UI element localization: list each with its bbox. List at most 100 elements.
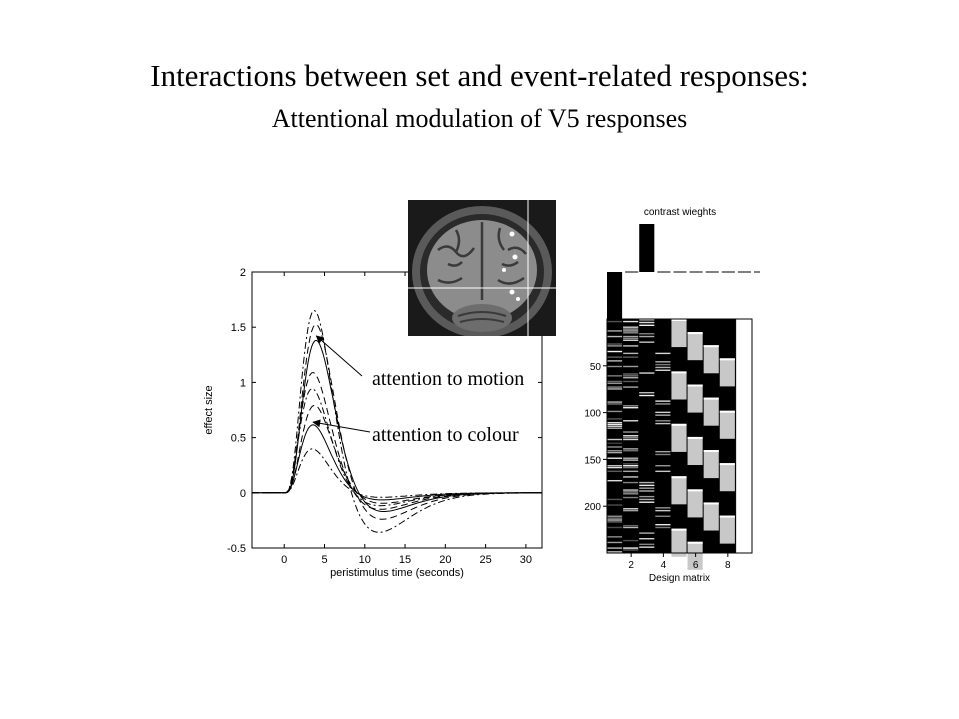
design-stripe <box>639 324 655 327</box>
design-stripe <box>607 360 623 362</box>
design-constant-column <box>735 318 753 554</box>
design-block-edge <box>719 515 735 518</box>
design-block <box>719 463 735 492</box>
design-block <box>719 358 735 387</box>
design-block-edge <box>703 397 719 400</box>
design-stripe <box>623 365 639 368</box>
design-stripe <box>607 442 623 444</box>
design-stripe <box>655 400 671 402</box>
design-stripe <box>607 343 623 345</box>
design-stripe <box>639 333 655 335</box>
design-stripe <box>607 330 623 332</box>
design-stripe <box>607 470 623 473</box>
design-stripe <box>623 352 639 355</box>
design-stripe <box>623 526 639 529</box>
annotation-colour: attention to colour <box>372 424 519 446</box>
contrast-title: contrast wieghts <box>644 207 716 218</box>
design-block-edge <box>671 371 687 374</box>
design-stripe <box>607 386 623 388</box>
design-stripe <box>639 372 655 374</box>
x-tick-label: 20 <box>439 554 451 566</box>
design-stripe <box>623 459 639 461</box>
design-block-edge <box>703 450 719 453</box>
design-stripe <box>607 345 623 347</box>
y-tick-label: 1.5 <box>231 322 246 334</box>
design-block-edge <box>687 332 703 335</box>
design-stripe <box>607 423 623 426</box>
design-stripe <box>607 438 623 441</box>
design-block <box>703 397 719 426</box>
design-stripe <box>607 551 623 553</box>
design-block <box>687 489 703 518</box>
design-y-tick-label: 200 <box>584 502 601 513</box>
design-block <box>671 528 687 557</box>
design-y-tick-label: 50 <box>590 362 602 373</box>
design-stripe <box>607 519 623 521</box>
design-stripe <box>655 507 671 509</box>
design-stripe <box>623 373 639 375</box>
design-stripe <box>623 481 639 484</box>
y-tick-label: 1 <box>240 377 246 389</box>
design-stripe <box>639 501 655 503</box>
design-stripe <box>623 465 639 467</box>
design-block-edge <box>719 463 735 466</box>
design-stripe <box>623 450 639 452</box>
activation-blob <box>509 231 515 237</box>
design-block-edge <box>687 489 703 492</box>
design-stripe <box>607 526 623 529</box>
design-stripe <box>623 491 639 493</box>
contrast-weight-bar <box>639 224 655 272</box>
design-x-tick-label: 6 <box>693 560 699 571</box>
design-stripe <box>623 508 639 510</box>
design-stripe <box>623 386 639 388</box>
design-stripe <box>607 450 623 452</box>
y-tick-label: -0.5 <box>227 543 246 555</box>
design-stripe <box>639 543 655 546</box>
y-tick-label: 2 <box>240 267 246 279</box>
design-stripe <box>655 470 671 473</box>
design-block-edge <box>687 384 703 387</box>
design-block-edge <box>719 410 735 413</box>
design-stripe <box>623 493 639 495</box>
design-stripe <box>655 523 671 526</box>
design-stripe <box>623 356 639 358</box>
design-stripe <box>607 425 623 428</box>
series-line <box>252 404 542 504</box>
design-stripe <box>623 509 639 512</box>
design-stripe <box>607 418 623 420</box>
design-stripe <box>623 380 639 383</box>
design-stripe <box>623 420 639 422</box>
y-axis-label: effect size <box>203 385 215 434</box>
design-stripe <box>655 420 671 422</box>
design-stripe <box>639 487 655 489</box>
design-stripe <box>607 536 623 538</box>
design-stripe <box>655 414 671 416</box>
design-stripe <box>623 332 639 334</box>
design-stripe <box>607 466 623 469</box>
brain-image <box>408 200 556 336</box>
design-stripe <box>655 369 671 371</box>
activation-blob <box>509 289 515 295</box>
design-stripe <box>623 405 639 407</box>
design-stripe <box>655 509 671 512</box>
design-stripe <box>607 515 623 517</box>
slide-subtitle: Attentional modulation of V5 responses <box>271 104 688 133</box>
series-line <box>252 448 542 498</box>
design-stripe <box>607 382 623 385</box>
design-block <box>719 410 735 439</box>
design-stripe <box>623 435 639 437</box>
design-block <box>687 384 703 413</box>
design-x-tick-label: 2 <box>628 560 634 571</box>
design-matrix-label: Design matrix <box>649 573 710 584</box>
design-stripe <box>607 365 623 368</box>
design-stripe <box>639 538 655 540</box>
design-block <box>671 476 687 505</box>
design-stripe <box>655 515 671 517</box>
design-stripe <box>607 320 623 323</box>
design-stripe <box>639 321 655 324</box>
design-stripe <box>607 427 623 429</box>
design-stripe <box>639 498 655 501</box>
design-block <box>687 436 703 466</box>
design-stripe <box>623 375 639 377</box>
design-block-edge <box>671 476 687 479</box>
